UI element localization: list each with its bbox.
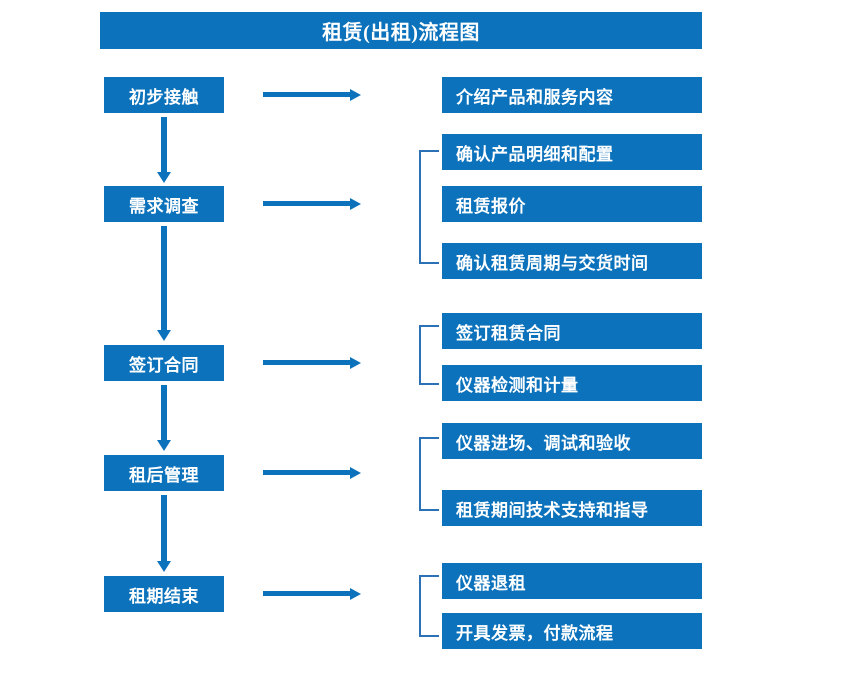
arrow-shaft: [263, 591, 351, 596]
stage-box-3[interactable]: 签订合同: [104, 345, 224, 381]
arrow-head-down-icon: [157, 561, 171, 572]
horizontal-arrow-stage5: [263, 585, 361, 603]
arrow-shaft: [161, 385, 167, 440]
arrow-shaft: [161, 226, 167, 330]
horizontal-arrow-stage3: [263, 354, 361, 372]
arrow-shaft: [263, 360, 351, 365]
arrow-head-down-icon: [157, 172, 171, 183]
bracket-connector-group4: [419, 437, 439, 511]
bracket-connector-group3: [419, 325, 439, 385]
detail-box-8[interactable]: 租赁期间技术支持和指导: [442, 490, 702, 526]
arrow-shaft: [161, 117, 167, 172]
horizontal-arrow-stage1: [263, 86, 361, 104]
detail-box-9[interactable]: 仪器退租: [442, 563, 702, 599]
flowchart-title: 租赁(出租)流程图: [100, 12, 702, 49]
detail-box-7[interactable]: 仪器进场、调试和验收: [442, 423, 702, 459]
bracket-connector-group2: [419, 150, 439, 264]
detail-box-3[interactable]: 租赁报价: [442, 186, 702, 222]
arrow-head-right-icon: [350, 357, 361, 369]
stage-box-2[interactable]: 需求调查: [104, 186, 224, 222]
detail-box-10[interactable]: 开具发票，付款流程: [442, 613, 702, 649]
horizontal-arrow-stage4: [263, 464, 361, 482]
arrow-head-right-icon: [350, 588, 361, 600]
arrow-head-right-icon: [350, 467, 361, 479]
arrow-shaft: [263, 92, 351, 97]
vertical-arrow-stage2-stage3: [155, 226, 173, 341]
arrow-shaft: [263, 201, 351, 206]
detail-box-6[interactable]: 仪器检测和计量: [442, 365, 702, 401]
stage-box-4[interactable]: 租后管理: [104, 455, 224, 491]
vertical-arrow-stage4-stage5: [155, 495, 173, 572]
arrow-head-right-icon: [350, 89, 361, 101]
vertical-arrow-stage1-stage2: [155, 117, 173, 183]
arrow-head-right-icon: [350, 198, 361, 210]
vertical-arrow-stage3-stage4: [155, 385, 173, 451]
horizontal-arrow-stage2: [263, 195, 361, 213]
stage-box-5[interactable]: 租期结束: [104, 576, 224, 612]
detail-box-4[interactable]: 确认租赁周期与交货时间: [442, 243, 702, 279]
arrow-head-down-icon: [157, 330, 171, 341]
stage-box-1[interactable]: 初步接触: [104, 77, 224, 113]
arrow-shaft: [263, 470, 351, 475]
bracket-connector-group5: [419, 575, 439, 637]
arrow-head-down-icon: [157, 440, 171, 451]
detail-box-1[interactable]: 介绍产品和服务内容: [442, 77, 702, 113]
arrow-shaft: [161, 495, 167, 561]
detail-box-2[interactable]: 确认产品明细和配置: [442, 134, 702, 170]
detail-box-5[interactable]: 签订租赁合同: [442, 313, 702, 349]
